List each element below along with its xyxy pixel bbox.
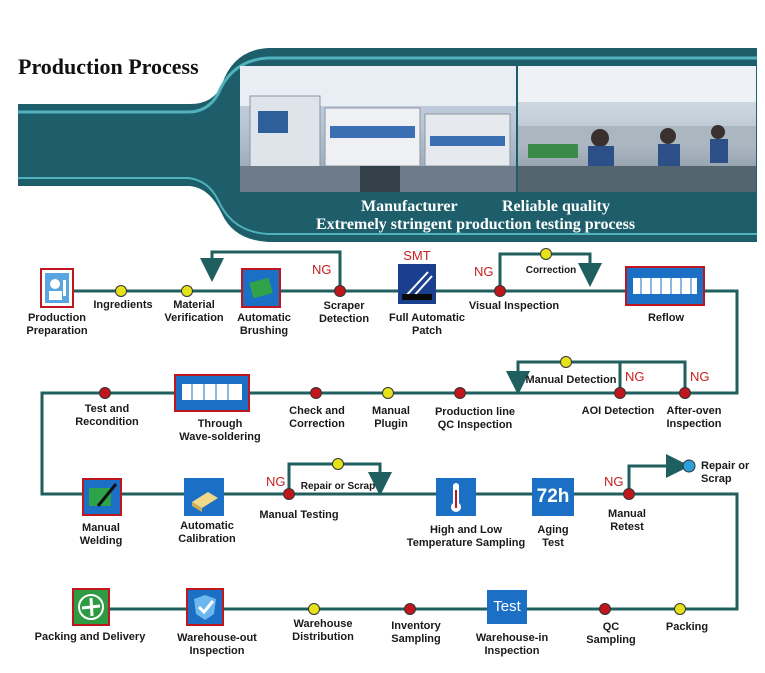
label-through-wave: Through Wave-soldering xyxy=(179,418,261,443)
label-repair-scrap-1: Repair or Scrap xyxy=(300,481,376,492)
label-manual-testing: Manual Testing xyxy=(259,509,339,521)
banner-reliable-quality: Reliable quality xyxy=(502,198,611,215)
label-automatic-calibration: Automatic Calibration xyxy=(178,520,236,545)
label-manual-retest: Manual Retest xyxy=(608,508,646,533)
label-scraper-detection: Scraper Detection xyxy=(318,300,370,325)
node-aoi-detection xyxy=(614,387,626,399)
node-test-recondition xyxy=(99,387,111,399)
ng-label-aoi: NG xyxy=(625,369,645,384)
warehouse-in-test-icon: Test xyxy=(487,590,527,624)
node-visual-inspection xyxy=(494,285,506,297)
node-manual-detection xyxy=(560,356,572,368)
preparation-icon xyxy=(40,268,74,308)
label-manual-welding: Manual Welding xyxy=(79,522,123,547)
label-warehouse-distribution: Warehouse Distribution xyxy=(292,618,354,643)
label-check-correction: Check and Correction xyxy=(289,405,345,430)
label-inventory-sampling: Inventory Sampling xyxy=(391,620,441,645)
node-ingredients xyxy=(115,285,127,297)
label-packing: Packing xyxy=(665,621,709,633)
smt-label: SMT xyxy=(403,248,431,263)
label-aoi-detection: AOI Detection xyxy=(581,405,655,417)
node-material-verification xyxy=(181,285,193,297)
factory-photo-machines xyxy=(240,66,516,192)
label-packing-delivery: Packing and Delivery xyxy=(34,631,146,643)
ng-label-manual-testing: NG xyxy=(266,474,286,489)
label-manual-plugin: Manual Plugin xyxy=(372,405,410,430)
aging-test-icon: 72h xyxy=(532,478,574,516)
brushing-icon xyxy=(241,268,281,308)
label-ingredients: Ingredients xyxy=(93,299,153,311)
label-automatic-brushing: Automatic Brushing xyxy=(237,312,291,337)
label-repair-scrap-2: Repair or Scrap xyxy=(701,460,750,485)
label-warehouse-in: Warehouse-in Inspection xyxy=(475,632,549,657)
manual-welding-icon xyxy=(82,478,122,516)
node-inventory-sampling xyxy=(404,603,416,615)
banner-tagline: Extremely stringent production testing p… xyxy=(316,216,636,233)
node-check-correction xyxy=(310,387,322,399)
node-qc-sampling xyxy=(599,603,611,615)
label-visual-inspection: Visual Inspection xyxy=(468,300,560,312)
banner-manufacturer: Manufacturer xyxy=(361,198,458,215)
temperature-icon xyxy=(436,478,476,516)
label-correction: Correction xyxy=(525,265,577,276)
node-warehouse-distribution xyxy=(308,603,320,615)
node-production-qc xyxy=(454,387,466,399)
label-test-recondition: Test and Recondition xyxy=(75,403,139,428)
node-scraper-detection xyxy=(334,285,346,297)
node-after-oven xyxy=(679,387,691,399)
label-production-qc: Production line QC Inspection xyxy=(434,406,516,431)
node-correction xyxy=(540,248,552,260)
ng-label-after-oven: NG xyxy=(690,369,710,384)
label-after-oven: After-oven Inspection xyxy=(666,405,722,430)
ng-label-manual-retest: NG xyxy=(604,474,624,489)
ng-label-visual: NG xyxy=(474,264,494,279)
node-repair-scrap-1 xyxy=(332,458,344,470)
label-manual-detection: Manual Detection xyxy=(525,374,617,386)
ng-label-scraper: NG xyxy=(312,262,332,277)
smt-patch-icon xyxy=(398,264,436,304)
warehouse-out-icon xyxy=(186,588,224,626)
node-packing xyxy=(674,603,686,615)
node-manual-retest xyxy=(623,488,635,500)
label-high-low: High and Low Temperature Sampling xyxy=(406,524,526,549)
label-material-verification: Material Verification xyxy=(164,299,224,324)
reflow-oven-icon xyxy=(625,266,705,306)
label-aging-test: Aging Test xyxy=(537,524,569,549)
node-manual-testing xyxy=(283,488,295,500)
calibration-icon xyxy=(184,478,224,516)
label-reflow: Reflow xyxy=(647,312,685,324)
label-production-preparation: Production Preparation xyxy=(26,312,88,337)
packing-delivery-icon xyxy=(72,588,110,626)
label-warehouse-out: Warehouse-out Inspection xyxy=(177,632,257,657)
factory-photo-workers xyxy=(518,66,756,192)
label-qc-sampling: QC Sampling xyxy=(586,621,636,646)
page-title: Production Process xyxy=(18,54,199,79)
wave-soldering-icon xyxy=(174,374,250,412)
node-repair-scrap-2 xyxy=(682,459,696,473)
label-full-automatic-patch: Full Automatic Patch xyxy=(389,312,465,337)
node-manual-plugin xyxy=(382,387,394,399)
